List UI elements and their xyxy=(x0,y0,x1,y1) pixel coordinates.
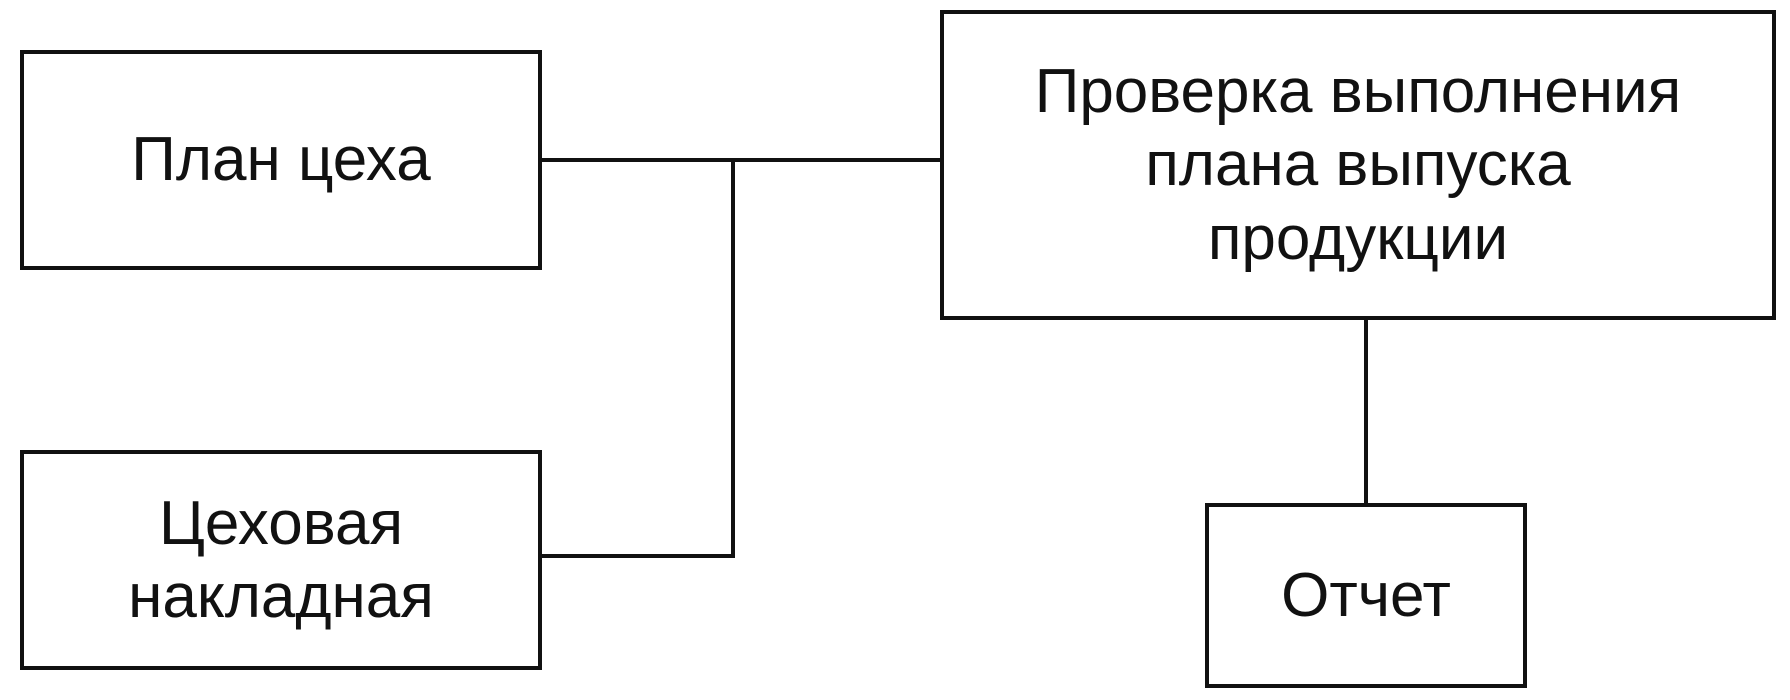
node-workshop-plan: План цеха xyxy=(20,50,542,270)
node-label: Проверка выполнения плана выпуска продук… xyxy=(1034,57,1682,273)
node-workshop-invoice: Цеховая накладная xyxy=(20,450,542,670)
node-label: Цеховая накладная xyxy=(128,488,434,631)
node-report: Отчет xyxy=(1205,503,1527,688)
node-label: План цеха xyxy=(131,125,431,195)
node-label: Отчет xyxy=(1281,560,1451,630)
node-plan-check: Проверка выполнения плана выпуска продук… xyxy=(940,10,1776,320)
